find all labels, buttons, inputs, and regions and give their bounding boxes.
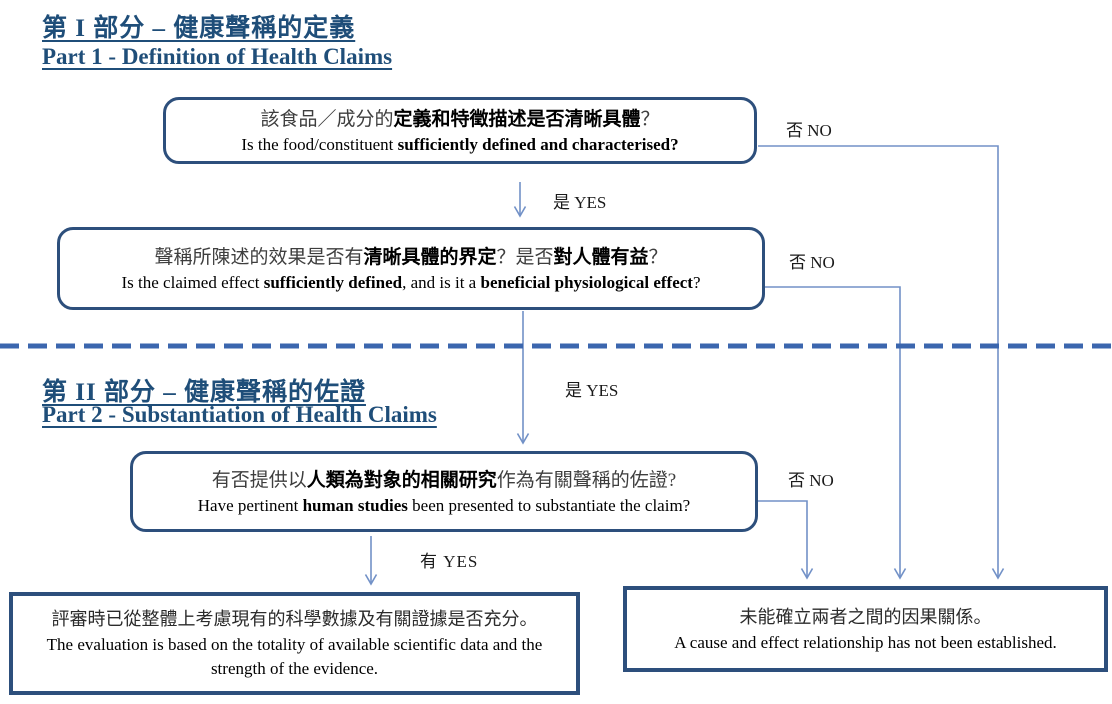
text-run: 該食品／成分的 (260, 108, 394, 130)
text-run: 有否提供以 (211, 469, 307, 491)
box3-question-en: Have pertinent human studies been presen… (198, 494, 690, 517)
text-run: Is the food/constituent (241, 134, 398, 154)
text-run-bold: human studies (302, 495, 408, 515)
text-run-bold: beneficial physiological effect (480, 272, 693, 292)
text-run: 作為有關聲稱的佐證? (496, 469, 677, 491)
result-no-causal-en: A cause and effect relationship has not … (674, 632, 1057, 652)
box1-question-en: Is the food/constituent sufficiently def… (241, 133, 678, 156)
result-box-evaluation: 評審時已從整體上考慮現有的科學數據及有關證據是否充分。 The evaluati… (9, 592, 580, 695)
box2-question-zh: 聲稱所陳述的效果是否有清晰具體的界定？是否對人體有益？ (154, 244, 667, 271)
yes-label-3: 有 YES (420, 552, 479, 571)
text-run-bold: sufficiently defined and characterised? (397, 134, 679, 154)
text-run: ？ (640, 108, 660, 130)
text-run-bold: 清晰具體的界定 (363, 246, 497, 268)
text-run-bold: 對人體有益 (553, 246, 649, 268)
text-run-bold: 人類為對象的相關研究 (306, 469, 497, 491)
box3-question-zh: 有否提供以人類為對象的相關研究作為有關聲稱的佐證? (212, 467, 676, 494)
no1-connector-line (758, 145, 999, 577)
result-box-no-causal-relationship: 未能確立兩者之間的因果關係。 A cause and effect relati… (623, 586, 1108, 672)
text-run: ？ (648, 246, 668, 268)
result-no-causal-zh: 未能確立兩者之間的因果關係。 (739, 606, 992, 627)
no1-arrowhead-icon (991, 568, 1005, 580)
text-run: Is the claimed effect (121, 272, 264, 292)
box2-question-en: Is the claimed effect sufficiently defin… (122, 271, 701, 294)
yes3-arrowhead-icon (364, 574, 378, 586)
no2-arrowhead-icon (893, 568, 907, 580)
text-run-bold: sufficiently defined (263, 272, 403, 292)
text-run: 聲稱所陳述的效果是否有 (154, 246, 364, 268)
result-evaluation-en: The evaluation is based on the totality … (46, 635, 543, 678)
result-evaluation-zh: 評審時已從整體上考慮現有的科學數據及有關證據是否充分。 (51, 609, 538, 629)
part2-title-en: Part 2 - Substantiation of Health Claims (42, 402, 437, 427)
text-run: ? (692, 272, 701, 292)
no3-connector-line (758, 500, 808, 577)
no3-arrowhead-icon (800, 568, 814, 580)
no-label-2: 否 NO (789, 253, 835, 272)
yes-label-1: 是 YES (553, 193, 607, 212)
part2-title-zh: 第 II 部分 – 健康聲稱的佐證 (42, 379, 366, 406)
box1-question-zh: 該食品／成分的定義和特徵描述是否清晰具體？ (260, 106, 659, 133)
question-box-human-studies: 有否提供以人類為對象的相關研究作為有關聲稱的佐證? Have pertinent… (130, 451, 758, 532)
yes1-arrowhead-icon (513, 206, 527, 218)
no-label-3: 否 NO (788, 471, 834, 490)
yes-label-2: 是 YES (565, 381, 619, 400)
part1-title-zh: 第 I 部分 – 健康聲稱的定義 (42, 15, 356, 42)
text-run-bold: 定義和特徵描述是否清晰具體 (393, 108, 641, 130)
question-box-food-defined: 該食品／成分的定義和特徵描述是否清晰具體？ Is the food/consti… (163, 97, 757, 164)
part1-title-en: Part 1 - Definition of Health Claims (42, 44, 393, 69)
text-run: Have pertinent (197, 495, 303, 515)
no-label-1: 否 NO (786, 121, 832, 140)
text-run: , and is it a (402, 272, 481, 292)
no2-connector-line (764, 286, 901, 577)
text-run: ？是否 (496, 246, 554, 268)
text-run: been presented to substantiate the claim… (407, 495, 691, 515)
question-box-claimed-effect: 聲稱所陳述的效果是否有清晰具體的界定？是否對人體有益？ Is the claim… (57, 227, 765, 310)
yes2-arrowhead-icon (516, 433, 530, 445)
